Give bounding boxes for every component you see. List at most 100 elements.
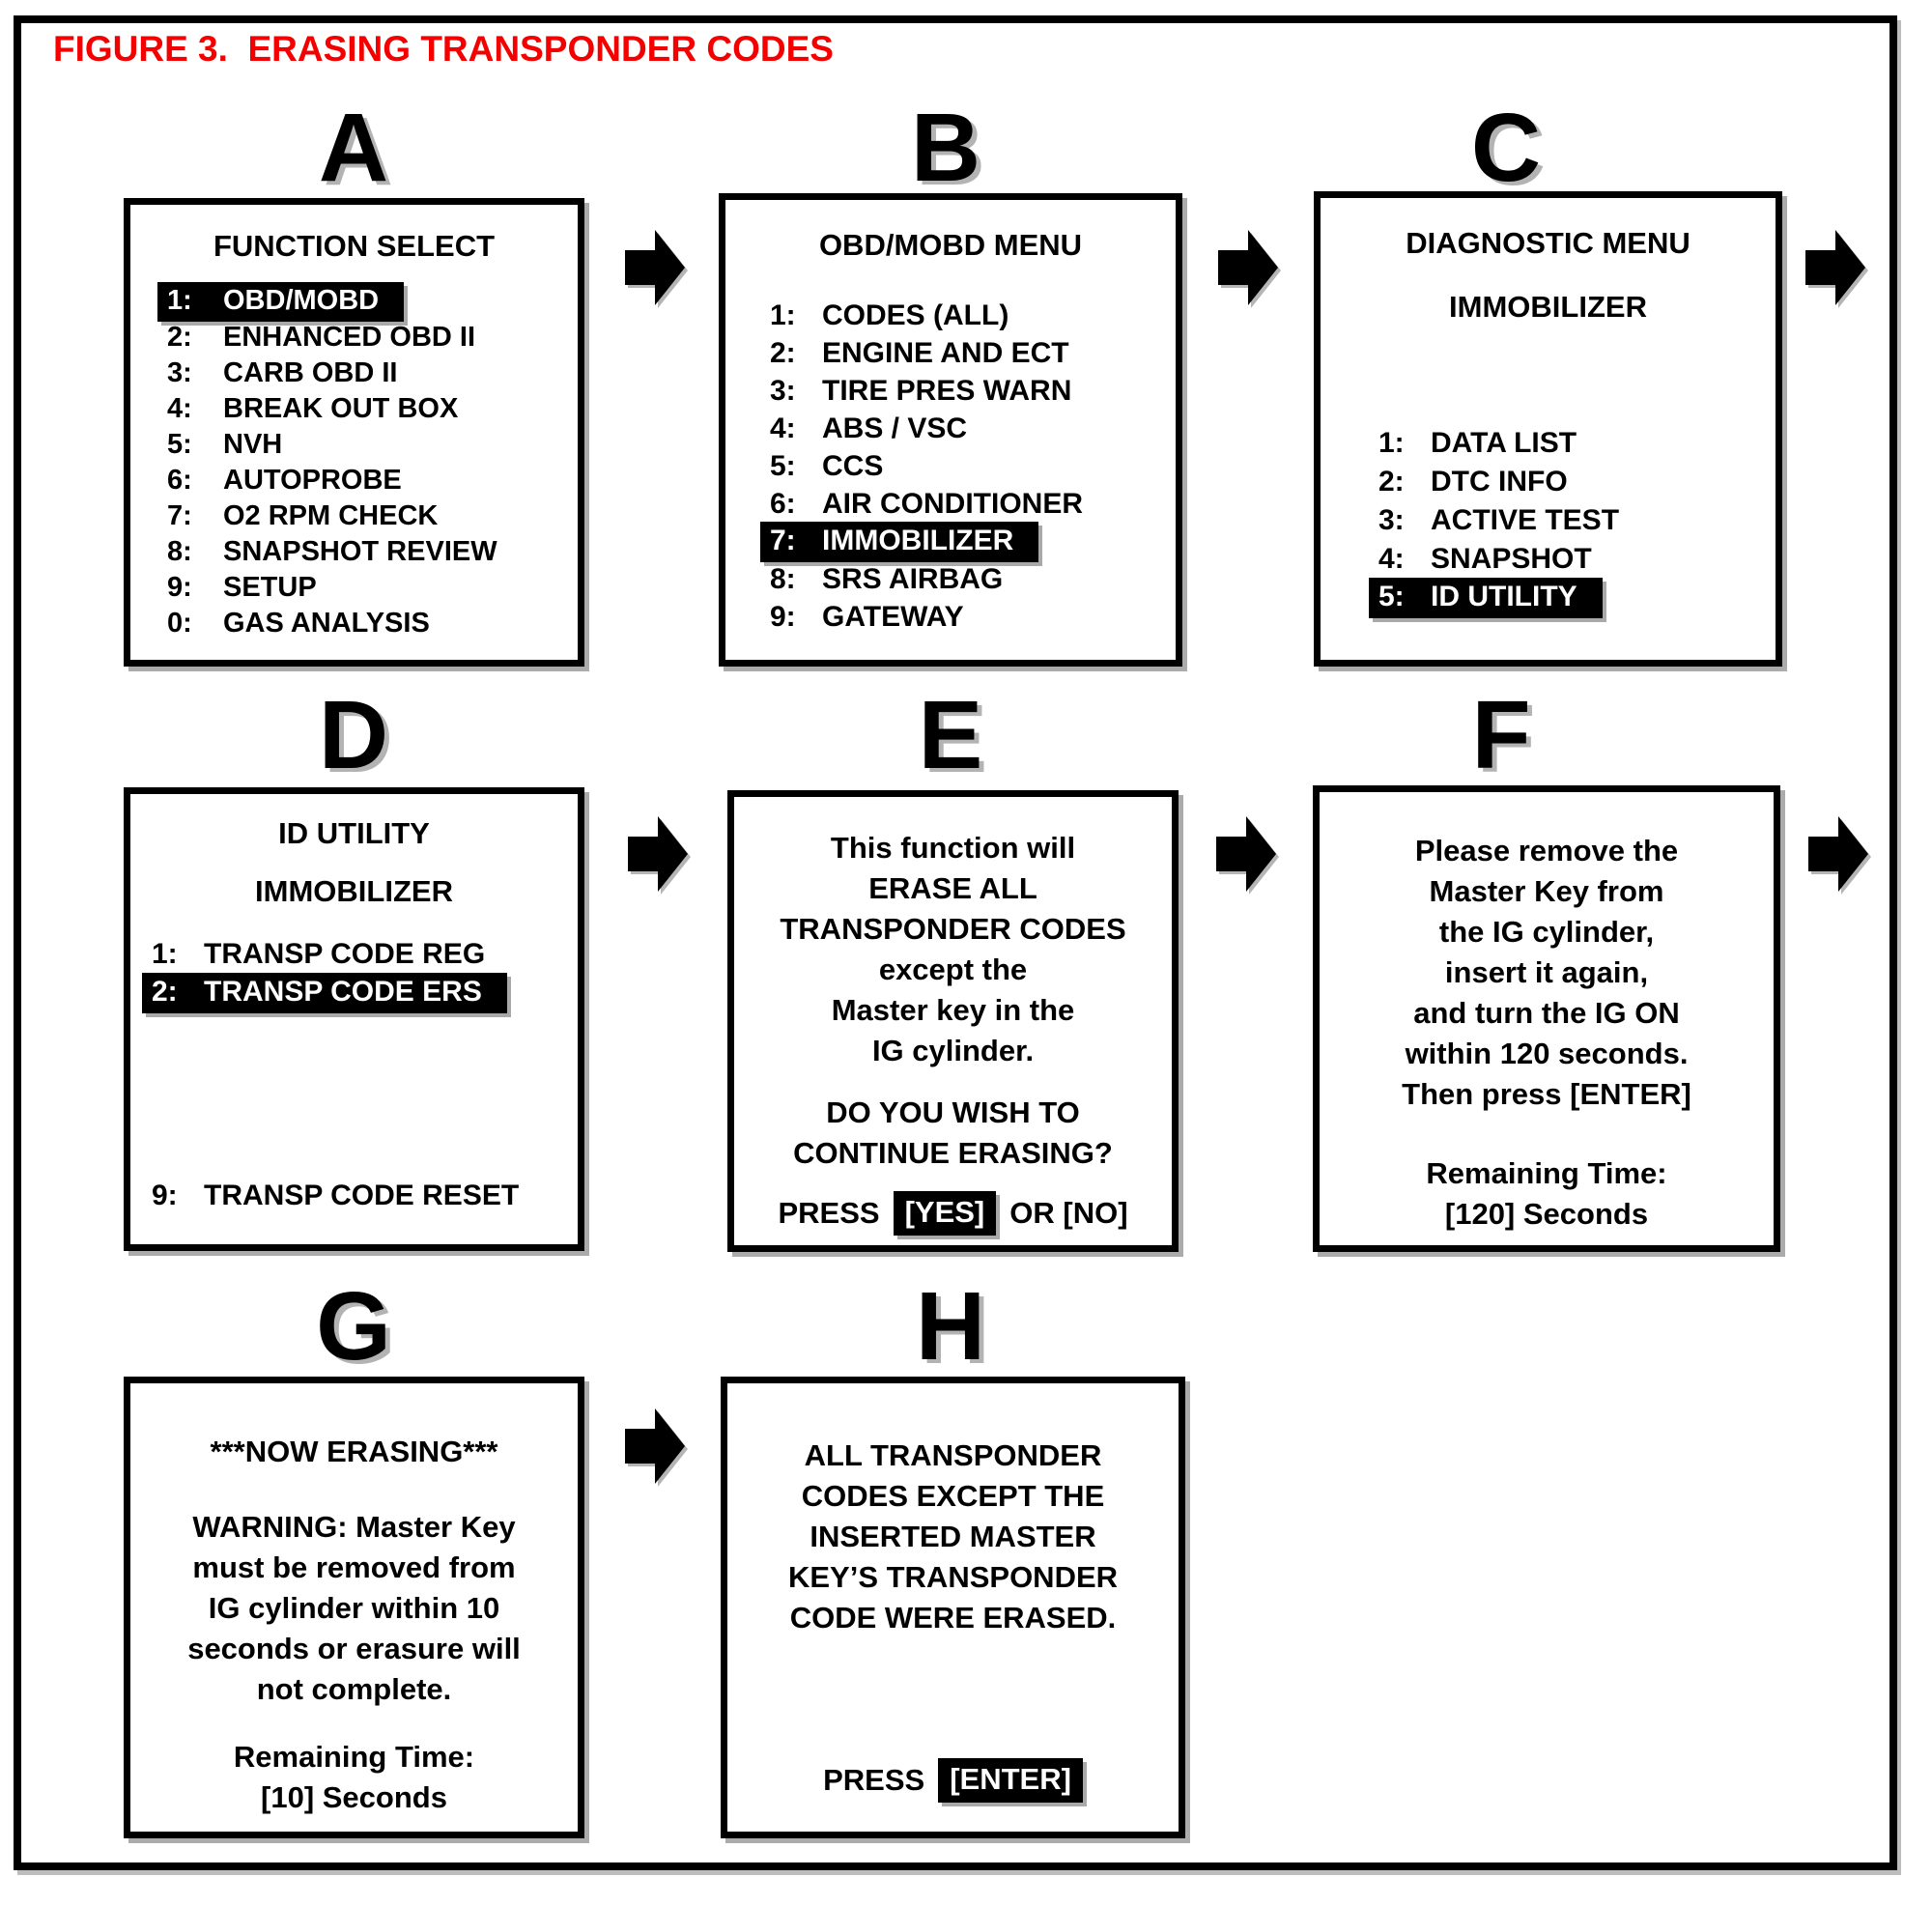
press-suffix: OR [NO] — [1009, 1196, 1128, 1230]
menu-item: 9:SETUP — [167, 570, 578, 606]
menu-item-number: 1: — [1378, 427, 1405, 459]
screen-erase-confirmation: This function will ERASE ALL TRANSPONDER… — [727, 790, 1179, 1252]
screen-id-utility-immobilizer: ID UTILITY IMMOBILIZER 1:TRANSP CODE REG… — [124, 787, 584, 1251]
message-line: within 120 seconds. — [1405, 1037, 1689, 1070]
menu-item: 5:CCS — [770, 447, 1176, 485]
question-line: DO YOU WISH TO — [826, 1095, 1080, 1129]
screen-title-line1: DIAGNOSTIC MENU — [1406, 226, 1690, 260]
menu-item-number: 3: — [1378, 504, 1405, 536]
step-letter-c: C — [1470, 94, 1544, 202]
menu-item-number: 4: — [1378, 543, 1405, 575]
message-line: KEY’S TRANSPONDER — [787, 1560, 1119, 1594]
arrow-right-icon — [628, 816, 688, 892]
arrow-right-icon — [1808, 816, 1868, 892]
press-prompt: PRESS [ENTER] — [727, 1758, 1179, 1803]
menu-item-label: CARB OBD II — [223, 357, 398, 388]
menu-item-label: ACTIVE TEST — [1431, 504, 1620, 536]
menu-item-label: SRS AIRBAG — [822, 562, 1004, 595]
screen-title-line2: IMMOBILIZER — [1449, 290, 1647, 324]
menu-item-label: GATEWAY — [822, 600, 964, 633]
menu-item-number: 7: — [770, 524, 796, 556]
menu-item-label: NVH — [223, 429, 283, 460]
screen-title-line1: ID UTILITY — [278, 816, 430, 850]
menu-item-number: 8: — [167, 536, 192, 567]
message-block: This function will ERASE ALL TRANSPONDER… — [734, 828, 1172, 1071]
menu-item-number: 5: — [1378, 581, 1405, 612]
menu-item-highlighted: 5:ID UTILITY — [1369, 578, 1776, 618]
menu-item-label: AUTOPROBE — [223, 465, 402, 496]
menu-item-number: 2: — [1378, 466, 1405, 498]
screen-title-line2: IMMOBILIZER — [255, 874, 453, 908]
warning-line: WARNING: Master Key — [192, 1510, 516, 1544]
menu-item: 8: SNAPSHOT REVIEW — [167, 534, 578, 570]
menu-item: 6:AUTOPROBE — [167, 463, 578, 498]
menu-item-number: 6: — [770, 487, 796, 520]
menu-item-label: AIR CONDITIONER — [822, 487, 1083, 520]
menu-item: 2:ENHANCED OBD II — [167, 320, 578, 355]
menu-item-number: 8: — [770, 562, 796, 595]
menu-item-number: 1: — [770, 299, 796, 331]
menu-item: 2:ENGINE AND ECT — [770, 334, 1176, 372]
menu-item-label: SNAPSHOT REVIEW — [223, 536, 497, 567]
arrow-right-icon — [625, 230, 685, 305]
remaining-time-block: Remaining Time: [10] Seconds — [130, 1737, 578, 1818]
message-line: Master key in the — [831, 993, 1075, 1027]
figure-outer-border — [14, 15, 1897, 1870]
menu-item-number: 5: — [167, 429, 192, 460]
message-line: Then press [ENTER] — [1402, 1077, 1691, 1111]
menu-item-number: 3: — [167, 357, 192, 388]
menu-item: 7:O2 RPM CHECK — [167, 498, 578, 534]
remaining-time-label: Remaining Time: — [233, 1740, 475, 1774]
menu-item: 2:DTC INFO — [1378, 463, 1776, 501]
menu-item-number: 1: — [167, 285, 192, 316]
arrow-right-icon — [1216, 816, 1276, 892]
menu-item-label: CODES (ALL) — [822, 299, 1009, 331]
menu-item-number: 1: — [152, 938, 178, 970]
menu-item: 3: CARB OBD II — [167, 355, 578, 391]
menu-item-number: 2: — [152, 976, 178, 1008]
menu-item-label: IMMOBILIZER — [822, 524, 1014, 556]
menu-item-label: TRANSP CODE RESET — [204, 1180, 520, 1211]
screen-now-erasing: ***NOW ERASING*** WARNING: Master Key mu… — [124, 1377, 584, 1838]
press-label: PRESS — [778, 1196, 880, 1230]
menu-item: 4:BREAK OUT BOX — [167, 391, 578, 427]
menu-item-number: 9: — [152, 1180, 178, 1211]
menu-item: 4:SNAPSHOT — [1378, 540, 1776, 579]
screen-function-select: FUNCTION SELECT 1: OBD/MOBD 2:ENHANCED OB… — [124, 198, 584, 667]
message-line: ERASE ALL — [868, 871, 1037, 905]
arrow-right-icon — [1805, 230, 1865, 305]
menu-item-label: ENGINE AND ECT — [822, 336, 1069, 369]
message-line: This function will — [830, 831, 1076, 865]
warning-line: must be removed from — [192, 1550, 516, 1584]
message-line: CODES EXCEPT THE — [801, 1479, 1105, 1513]
menu-item-number: 5: — [770, 449, 796, 482]
message-line: and turn the IG ON — [1413, 996, 1680, 1030]
step-letter-f: F — [1471, 681, 1533, 789]
menu-item-label: ENHANCED OBD II — [223, 322, 476, 353]
step-letter-b: B — [910, 94, 983, 202]
menu-item-label: SETUP — [223, 572, 317, 603]
menu-item-number: 0: — [167, 608, 192, 639]
screen-obd-mobd-menu: OBD/MOBD MENU 1:CODES (ALL) 2:ENGINE AND… — [719, 193, 1182, 667]
menu-list: 1:DATA LIST 2:DTC INFO 3:ACTIVE TEST 4:S… — [1321, 424, 1776, 618]
menu-item-number: 4: — [770, 412, 796, 444]
menu-list: 1:TRANSP CODE REG 2:TRANSP CODE ERS 9:TR… — [130, 935, 578, 1215]
status-line: ***NOW ERASING*** — [210, 1435, 498, 1468]
menu-item: 5: NVH — [167, 427, 578, 463]
step-letter-g: G — [316, 1272, 393, 1380]
message-line: except the — [878, 952, 1028, 986]
screen-diagnostic-menu-immobilizer: DIAGNOSTIC MENU IMMOBILIZER 1:DATA LIST … — [1314, 191, 1782, 667]
figure-title-text: FIGURE 3. ERASING TRANSPONDER CODES — [53, 29, 834, 69]
menu-item-highlighted: 1: OBD/MOBD — [157, 282, 578, 322]
menu-item: 0:GAS ANALYSIS — [167, 606, 578, 641]
menu-item: 9: TRANSP CODE RESET — [152, 1177, 578, 1215]
menu-item-label: TIRE PRES WARN — [822, 374, 1072, 407]
menu-item-highlighted: 2:TRANSP CODE ERS — [142, 973, 578, 1013]
warning-line: seconds or erasure will — [187, 1632, 521, 1665]
screen-title: FUNCTION SELECT — [213, 229, 496, 263]
message-line: Please remove the — [1414, 834, 1679, 867]
menu-item-label: OBD/MOBD — [223, 285, 380, 316]
step-letter-a: A — [318, 94, 391, 202]
message-line: INSERTED MASTER — [810, 1520, 1096, 1553]
